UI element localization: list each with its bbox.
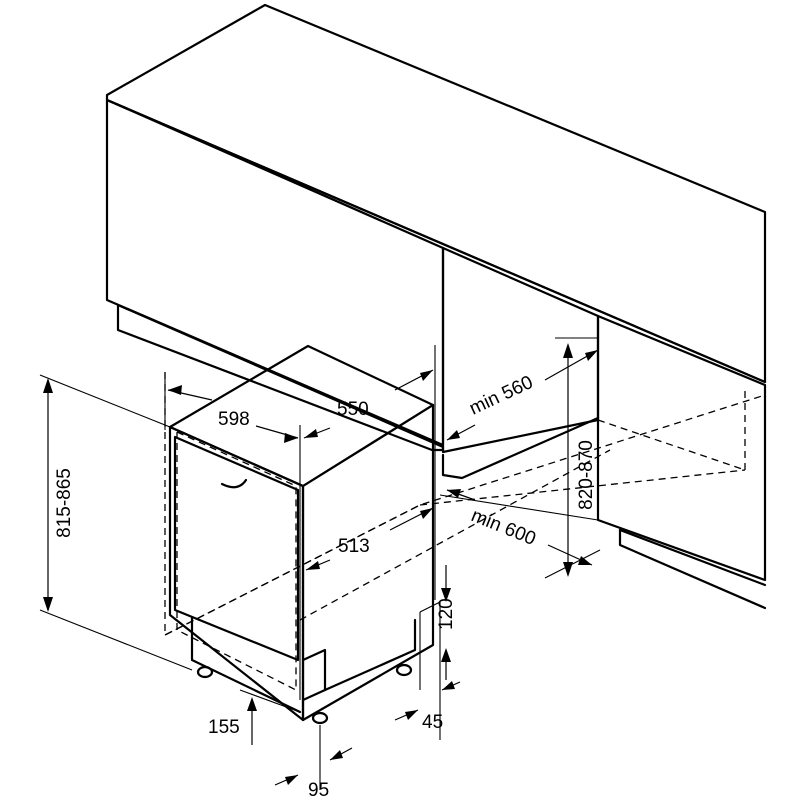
door-handle-icon	[220, 478, 248, 489]
label-plinth-height: 120	[436, 598, 457, 630]
label-foot-height: 155	[208, 717, 240, 738]
left-cabinet	[105, 98, 445, 452]
label-appliance-width: 598	[218, 409, 250, 430]
foot-front-right-icon	[311, 711, 329, 725]
niche-outline	[164, 372, 766, 637]
right-cabinet	[596, 314, 767, 610]
label-niche-height: 820-870	[576, 440, 597, 510]
dishwasher	[168, 344, 435, 725]
label-appliance-depth: 550	[337, 399, 369, 420]
worktop	[105, 3, 767, 384]
label-door-panel-width: 513	[338, 536, 370, 557]
label-niche-width: min 560	[466, 372, 536, 420]
label-foot-offset: 95	[308, 780, 329, 800]
dimension-lines	[39, 337, 601, 790]
foot-rear-right-icon	[395, 663, 413, 677]
label-niche-depth: min 600	[468, 505, 539, 550]
label-plinth-setback: 45	[422, 712, 443, 733]
label-appliance-height: 815-865	[54, 468, 75, 538]
foot-front-left-icon	[196, 665, 214, 679]
